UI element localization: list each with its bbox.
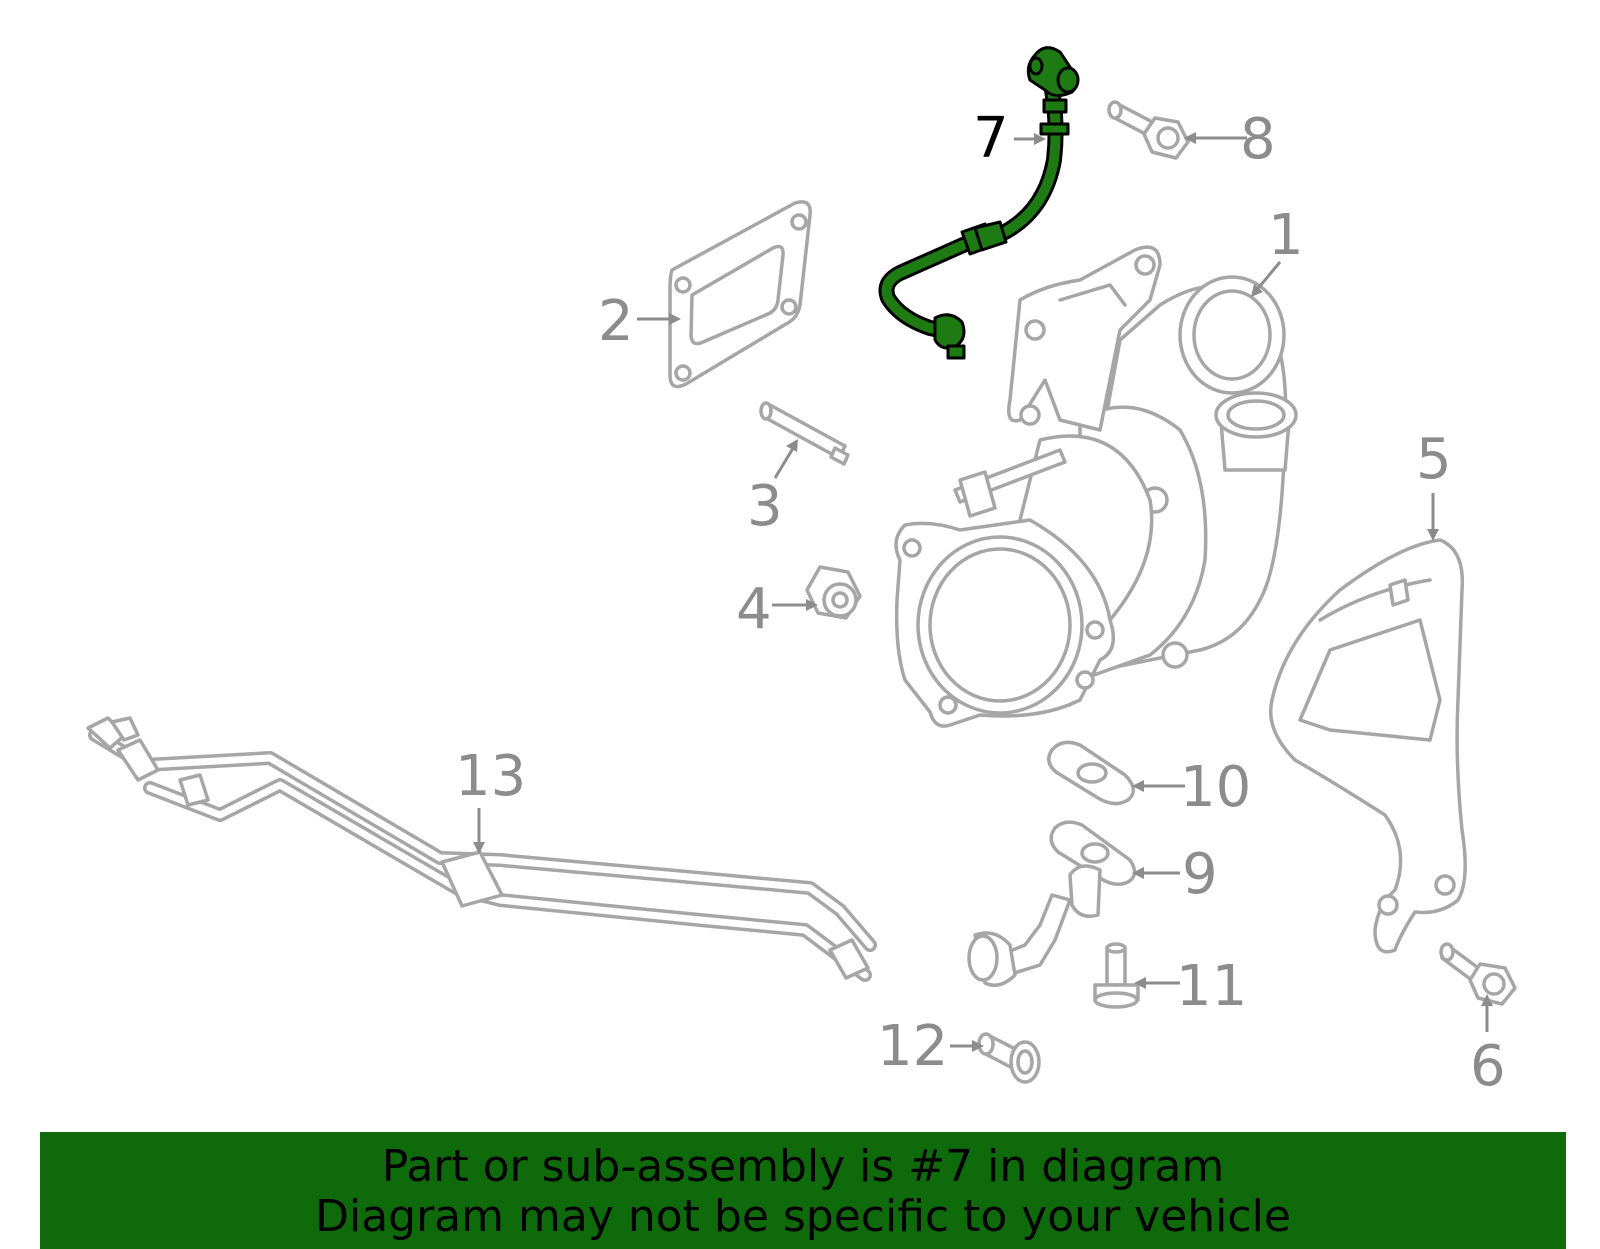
callout-10: 10: [1180, 755, 1251, 820]
part-8-bolt[interactable]: [1107, 100, 1190, 160]
callout-8: 8: [1240, 107, 1276, 172]
part-5-heat-shield[interactable]: [1268, 538, 1467, 954]
part-4-nut[interactable]: [805, 565, 862, 620]
leader-lines: [473, 132, 1493, 1052]
part-11-bolt[interactable]: [1093, 942, 1140, 1009]
part-12-bolt[interactable]: [977, 1032, 1041, 1084]
callout-7: 7: [973, 106, 1009, 171]
callout-3: 3: [747, 474, 783, 539]
callout-6: 6: [1470, 1034, 1506, 1099]
part-10-gasket[interactable]: [1047, 740, 1135, 806]
callout-4: 4: [736, 577, 772, 642]
part-7-oil-feed-pipe[interactable]: [878, 46, 1080, 360]
banner-line-1: Part or sub-assembly is #7 in diagram: [381, 1141, 1225, 1192]
callout-13: 13: [455, 744, 526, 809]
callout-5: 5: [1416, 427, 1452, 492]
part-6-bolt[interactable]: [1439, 942, 1517, 1006]
callout-12: 12: [877, 1014, 948, 1079]
part-9-oil-return-pipe[interactable]: [967, 820, 1137, 987]
part-1-turbocharger[interactable]: [894, 245, 1298, 728]
banner-line-2: Diagram may not be specific to your vehi…: [315, 1191, 1291, 1242]
callout-11: 11: [1176, 954, 1247, 1019]
info-banner: Part or sub-assembly is #7 in diagram Di…: [40, 1132, 1566, 1249]
callout-2: 2: [598, 289, 634, 354]
part-13-pipe-assembly[interactable]: [86, 716, 877, 982]
callout-labels: 1 2 3 4 5 6 7 8 9 10 11 12 13: [455, 106, 1506, 1099]
part-2-gasket[interactable]: [668, 200, 812, 389]
callout-1: 1: [1268, 203, 1304, 268]
callout-9: 9: [1182, 842, 1218, 907]
part-3-stud[interactable]: [759, 401, 850, 466]
